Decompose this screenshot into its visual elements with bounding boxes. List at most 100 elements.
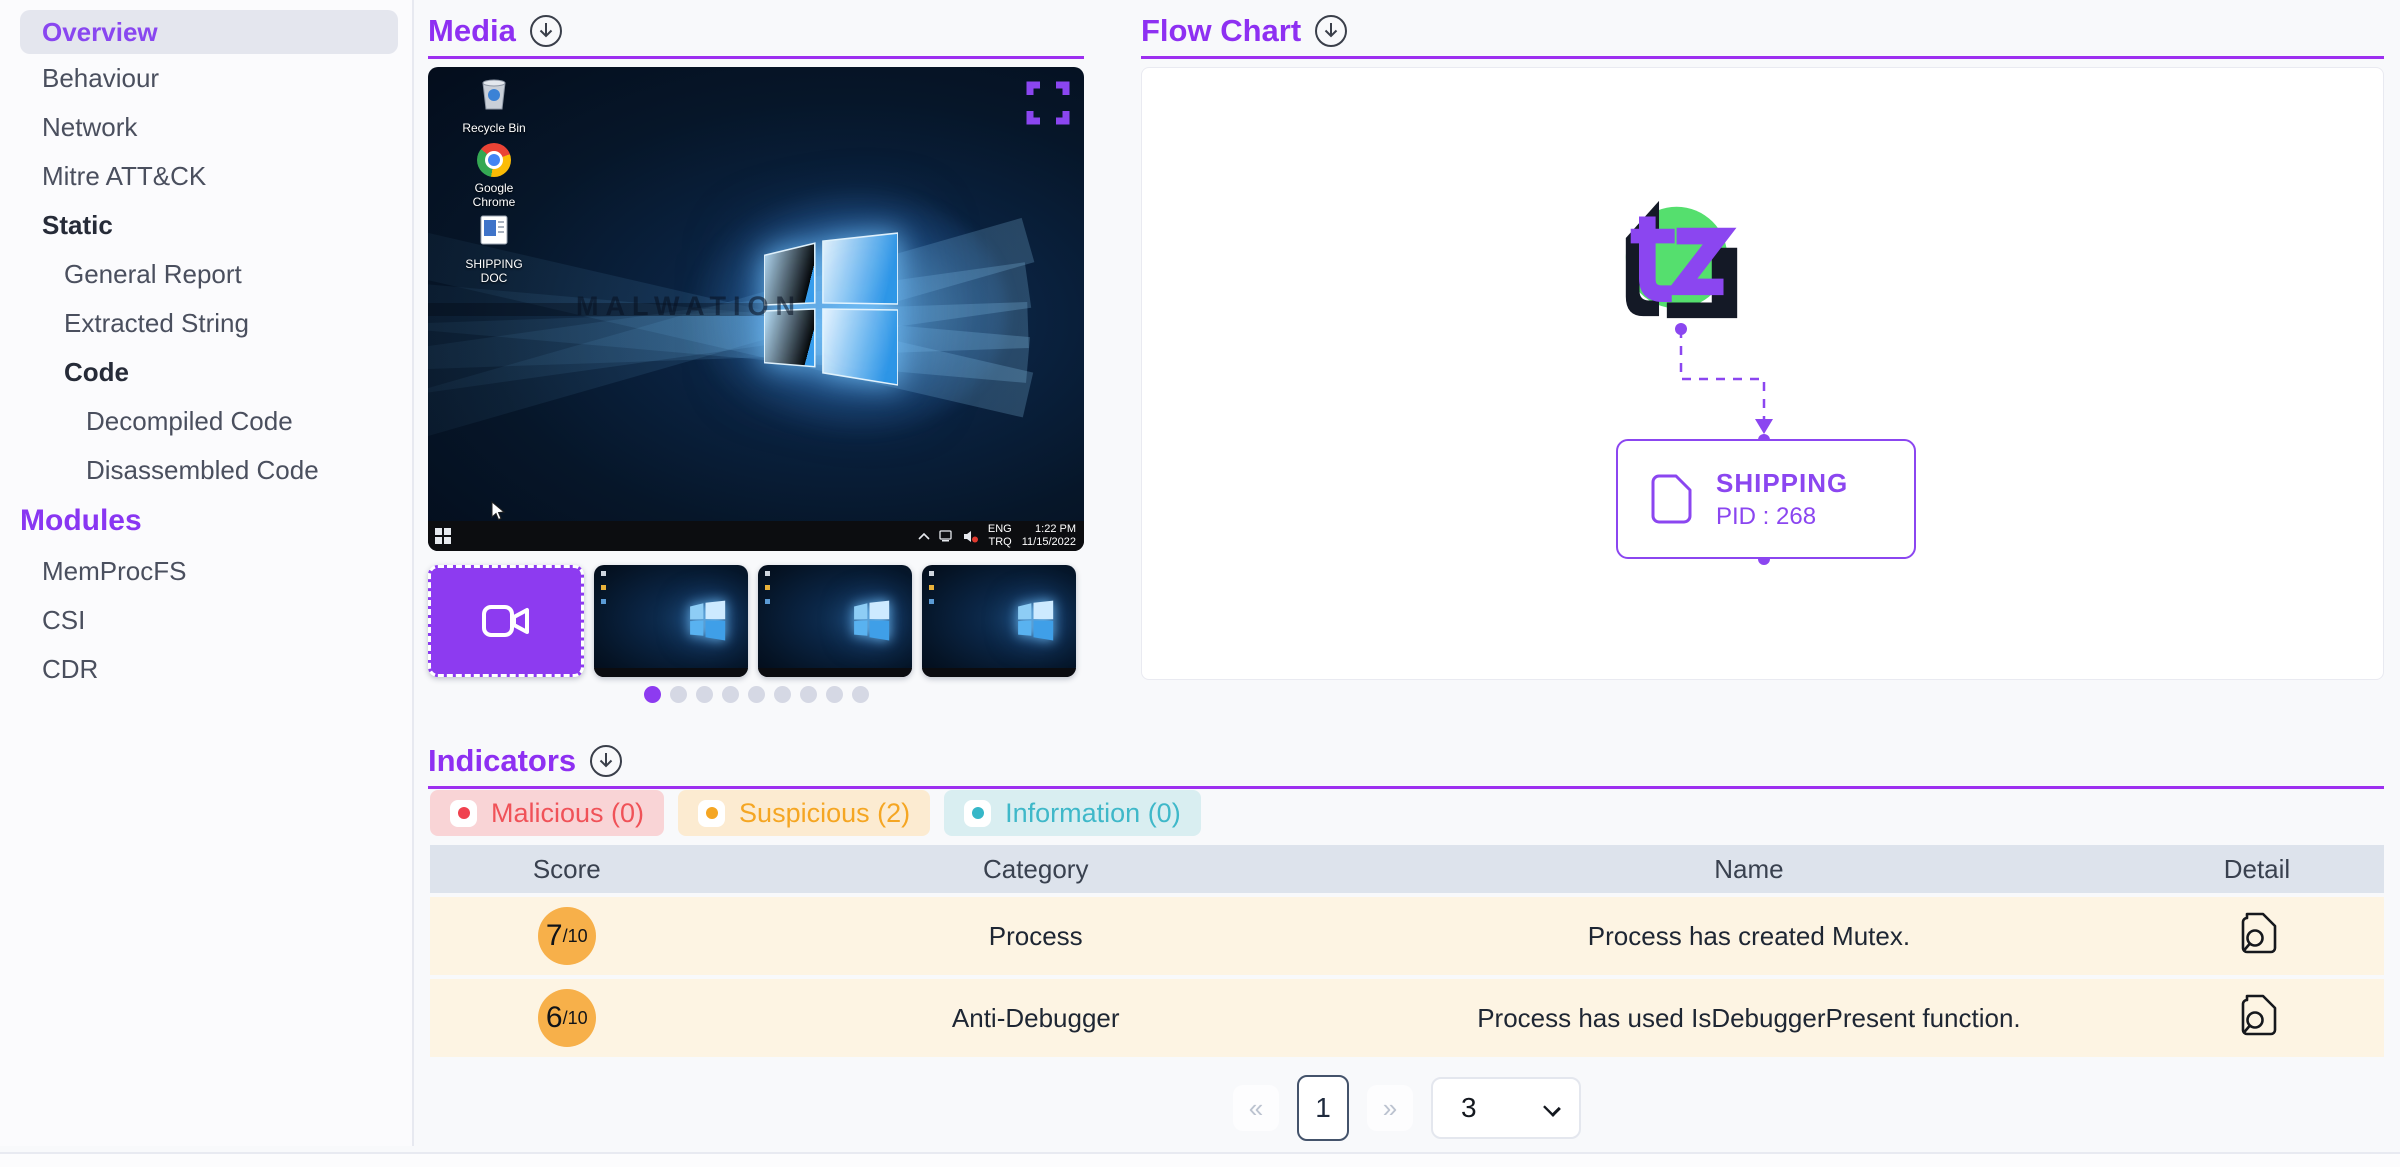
carousel-dot[interactable] — [644, 686, 661, 703]
carousel-dot[interactable] — [774, 686, 791, 703]
page-size-value: 3 — [1461, 1092, 1477, 1124]
process-node-shipping[interactable]: SHIPPING PID : 268 — [1616, 439, 1916, 559]
mini-desktop-icons — [929, 571, 934, 576]
carousel-dot[interactable] — [748, 686, 765, 703]
watermark-text: MALWATION — [524, 291, 854, 322]
taskbar-clock[interactable]: ENG 1:22 PM TRQ 11/15/2022 — [988, 523, 1076, 549]
table-row: 6/10 Anti-Debugger Process has used IsDe… — [430, 979, 2384, 1057]
score-badge: 7/10 — [538, 907, 596, 965]
next-page-button[interactable]: » — [1367, 1085, 1413, 1131]
fullscreen-icon[interactable] — [1026, 81, 1070, 125]
cell-name: Process has used IsDebuggerPresent funct… — [1368, 1003, 2130, 1034]
sidebar-item-disassembled-code[interactable]: Disassembled Code — [0, 446, 412, 495]
desktop-icon-recycle-bin[interactable]: Recycle Bin — [452, 75, 536, 135]
table-row: 7/10 Process Process has created Mutex. — [430, 897, 2384, 975]
carousel-dots — [428, 686, 1084, 703]
mini-desktop-icons — [765, 571, 770, 576]
chevron-down-icon — [1543, 1099, 1561, 1117]
sidebar-item-csi[interactable]: CSI — [0, 596, 412, 645]
carousel-dot[interactable] — [696, 686, 713, 703]
prev-page-button[interactable]: « — [1233, 1085, 1279, 1131]
pagination: « 1 » 3 — [430, 1075, 2384, 1141]
sidebar-item-code[interactable]: Code — [0, 348, 412, 397]
taskbar-time: 1:22 PM — [1022, 523, 1076, 536]
score-badge: 6/10 — [538, 989, 596, 1047]
current-page[interactable]: 1 — [1297, 1075, 1349, 1141]
desktop-icon-label: Google Chrome — [466, 181, 522, 210]
sidebar-item-decompiled-code[interactable]: Decompiled Code — [0, 397, 412, 446]
thumbnail-screenshot[interactable] — [594, 565, 748, 677]
indicators-title: Indicators — [428, 743, 576, 779]
detail-button[interactable] — [2235, 992, 2279, 1041]
mini-windows-logo — [847, 599, 896, 642]
carousel-dot[interactable] — [722, 686, 739, 703]
sidebar-item-static[interactable]: Static — [0, 201, 412, 250]
sidebar-item-general-report[interactable]: General Report — [0, 250, 412, 299]
col-name: Name — [1368, 854, 2130, 885]
mini-desktop — [922, 565, 1076, 677]
desktop-icon-label: Recycle Bin — [452, 121, 536, 135]
col-score: Score — [430, 854, 704, 885]
network-icon[interactable] — [939, 530, 954, 542]
carousel-dot[interactable] — [852, 686, 869, 703]
page-size-select[interactable]: 3 — [1431, 1077, 1581, 1139]
badge-label: Information (0) — [1005, 798, 1181, 829]
node-pid: PID : 268 — [1716, 503, 1848, 531]
node-text: SHIPPING PID : 268 — [1716, 468, 1848, 531]
cell-category: Process — [704, 921, 1368, 952]
sidebar-item-overview[interactable]: Overview — [20, 10, 398, 54]
desktop-icon-label: SHIPPING DOC — [462, 257, 526, 286]
flowchart-title: Flow Chart — [1141, 13, 1301, 49]
chrome-icon — [477, 143, 511, 177]
indicators-download-icon[interactable] — [590, 745, 622, 777]
start-button[interactable] — [428, 521, 458, 551]
sidebar-item-network[interactable]: Network — [0, 103, 412, 152]
indicators-section: Indicators Malicious (0) Suspicious (2) … — [428, 740, 2384, 789]
badge-information[interactable]: Information (0) — [944, 790, 1201, 836]
table-header: Score Category Name Detail — [430, 845, 2384, 893]
indicator-badges: Malicious (0) Suspicious (2) Information… — [430, 790, 1201, 836]
carousel-dot[interactable] — [826, 686, 843, 703]
badge-suspicious[interactable]: Suspicious (2) — [678, 790, 930, 836]
system-tray: ENG 1:22 PM TRQ 11/15/2022 — [918, 523, 1084, 549]
sidebar-item-cdr[interactable]: CDR — [0, 645, 412, 694]
carousel-dot[interactable] — [670, 686, 687, 703]
volume-muted-icon[interactable] — [963, 530, 979, 543]
sidebar-item-mitre-attck[interactable]: Mitre ATT&CK — [0, 152, 412, 201]
node-name: SHIPPING — [1716, 468, 1848, 499]
thumbnail-screenshot[interactable] — [758, 565, 912, 677]
cursor-icon — [490, 501, 506, 521]
flowchart-underline — [1141, 56, 2384, 59]
mini-desktop — [594, 565, 748, 677]
taskbar: ENG 1:22 PM TRQ 11/15/2022 — [428, 521, 1084, 551]
col-detail: Detail — [2130, 854, 2384, 885]
flowchart-download-icon[interactable] — [1315, 15, 1347, 47]
col-category: Category — [704, 854, 1368, 885]
sandbox-screenshot[interactable]: MALWATION Recycle Bin Google Chrome — [428, 67, 1084, 551]
tray-chevron-icon[interactable] — [918, 532, 930, 541]
thumbnail-video[interactable] — [428, 565, 584, 677]
sidebar-item-extracted-string[interactable]: Extracted String — [0, 299, 412, 348]
desktop-icon-shipping-doc[interactable]: SHIPPING DOC — [452, 211, 536, 286]
mini-desktop-icons — [601, 571, 606, 576]
thumbnail-screenshot[interactable] — [922, 565, 1076, 677]
media-download-icon[interactable] — [530, 15, 562, 47]
mini-desktop — [758, 565, 912, 677]
sidebar-item-behaviour[interactable]: Behaviour — [0, 54, 412, 103]
taskbar-lang-bottom: TRQ — [988, 536, 1012, 549]
carousel-dot[interactable] — [800, 686, 817, 703]
detail-button[interactable] — [2235, 910, 2279, 959]
media-section: Media — [428, 10, 1084, 551]
desktop-icon-google-chrome[interactable]: Google Chrome — [452, 141, 536, 210]
file-search-icon — [2235, 910, 2279, 956]
flowchart-canvas[interactable]: SHIPPING PID : 268 — [1141, 67, 2384, 680]
sidebar-section-modules[interactable]: Modules — [0, 495, 412, 547]
malicious-dot-icon — [450, 800, 477, 827]
sidebar-item-memprocfs[interactable]: MemProcFS — [0, 547, 412, 596]
badge-malicious[interactable]: Malicious (0) — [430, 790, 664, 836]
indicators-header: Indicators — [428, 740, 2384, 782]
media-title: Media — [428, 13, 516, 49]
badge-label: Malicious (0) — [491, 798, 644, 829]
cell-category: Anti-Debugger — [704, 1003, 1368, 1034]
media-header: Media — [428, 10, 1084, 52]
